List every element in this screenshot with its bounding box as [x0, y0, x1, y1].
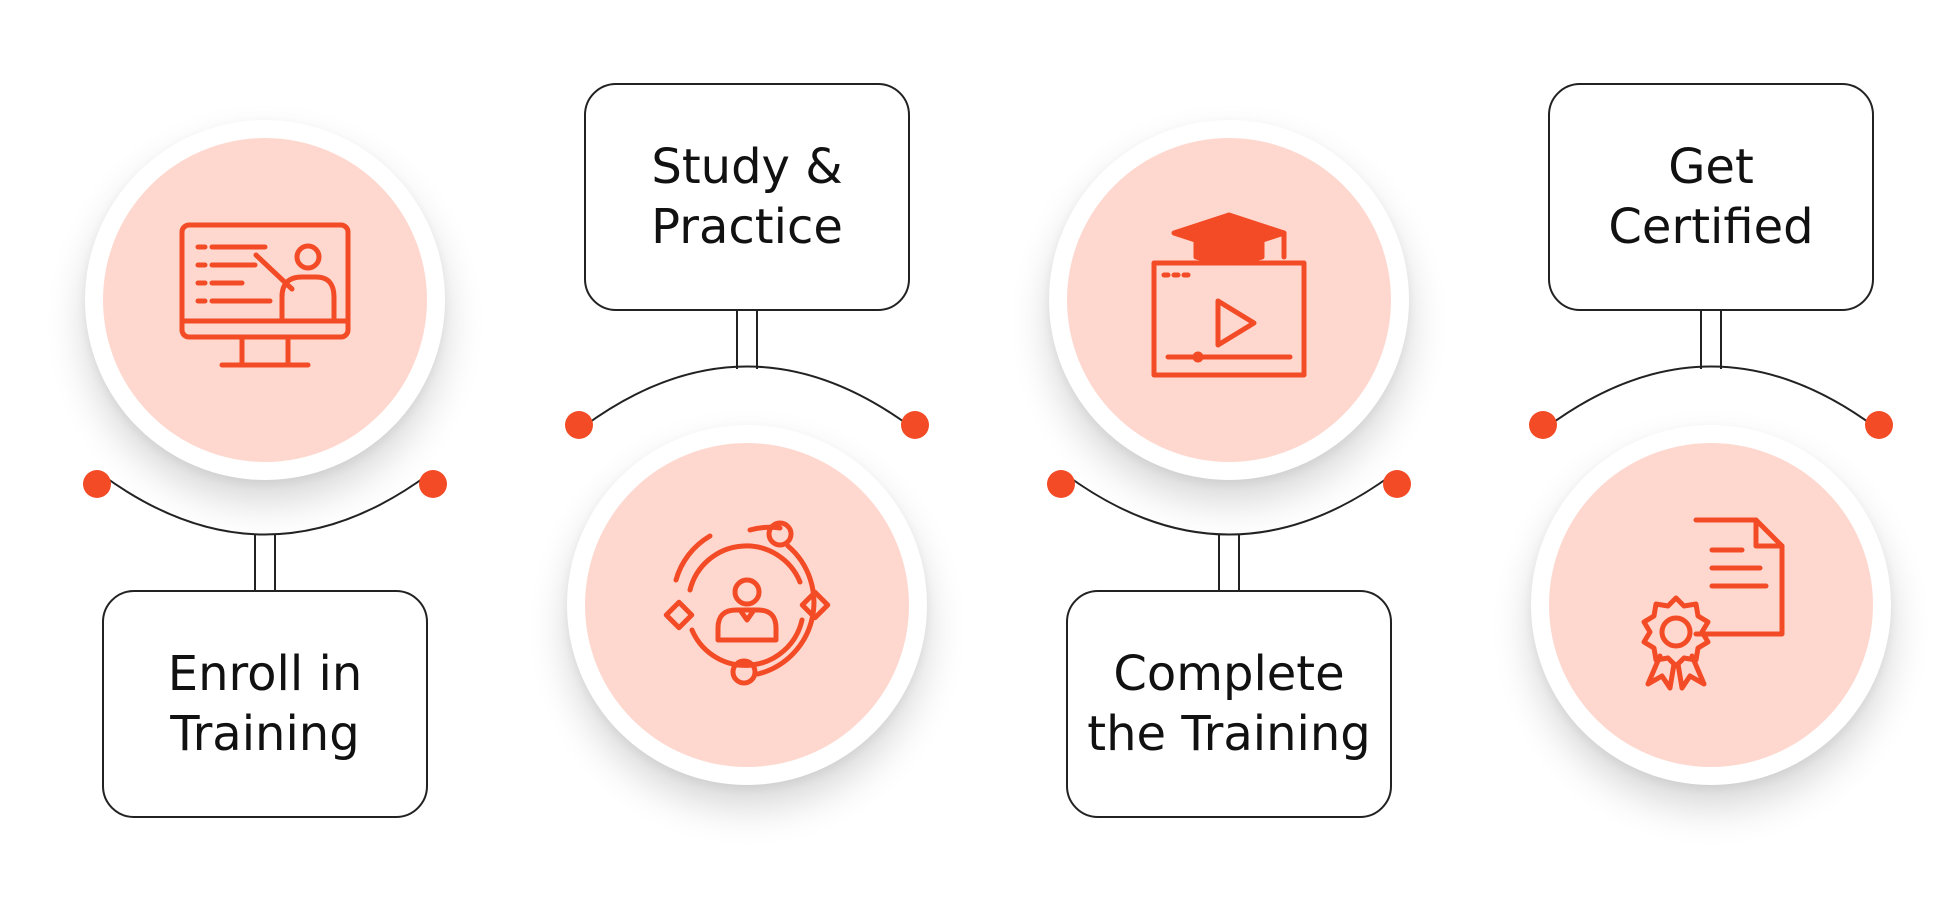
connector-dot [565, 411, 593, 439]
connector-dot [83, 470, 111, 498]
connector-dot [901, 411, 929, 439]
step-label: Study & Practice [651, 139, 843, 255]
step-circle [85, 120, 445, 480]
step-circle [1049, 120, 1409, 480]
learning-cycle-icon [663, 520, 831, 686]
step-label: Enroll in Training [167, 646, 363, 762]
connector-dot [1529, 411, 1557, 439]
step-label-box: Complete the Training [1066, 590, 1392, 818]
step-label: Get Certified [1608, 139, 1814, 255]
step-label-box: Enroll in Training [102, 590, 428, 818]
step-complete: Complete the Training [1029, 0, 1429, 903]
connector-arc [1529, 311, 1893, 439]
certificate-icon [1641, 517, 1785, 691]
step-label-box: Get Certified [1548, 83, 1874, 311]
step-label: Complete the Training [1087, 646, 1371, 762]
computer-teacher-icon [179, 222, 351, 368]
step-study: Study & Practice [547, 0, 947, 903]
connector-arc [83, 470, 447, 590]
connector-dot [1047, 470, 1075, 498]
step-enroll: Enroll in Training [65, 0, 465, 903]
connector-dot [1383, 470, 1411, 498]
connector-arc [565, 311, 929, 439]
step-label-box: Study & Practice [584, 83, 910, 311]
connector-arc [1047, 470, 1411, 590]
connector-dot [419, 470, 447, 498]
connector-dot [1865, 411, 1893, 439]
step-circle [1531, 425, 1891, 785]
step-certified: Get Certified [1511, 0, 1911, 903]
step-circle [567, 425, 927, 785]
video-course-graduation-icon [1151, 212, 1307, 378]
